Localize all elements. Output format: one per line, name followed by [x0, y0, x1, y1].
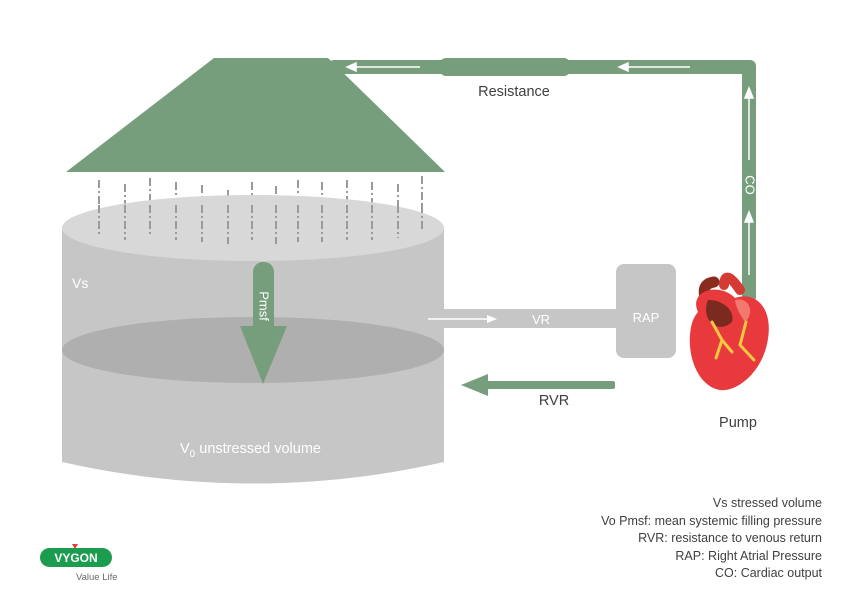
vr-label: VR — [532, 312, 550, 327]
rvr-label: RVR — [539, 393, 569, 409]
co-pipe — [742, 62, 756, 302]
co-label: CO — [743, 175, 758, 195]
vygon-logo-tagline: Value Life — [76, 572, 118, 583]
rvr-arrow — [461, 374, 615, 396]
pmsf-arrow: Pmsf — [240, 262, 287, 384]
legend-item-vs: Vs stressed volume — [712, 496, 822, 510]
flow-arrow-head-1 — [345, 61, 357, 73]
v0-label: V0 unstressed volume — [180, 441, 321, 460]
vygon-logo-badge — [40, 548, 112, 567]
heart-icon — [689, 272, 769, 391]
vr-pipe: VR — [428, 309, 622, 328]
vs-label: Vs — [72, 275, 88, 291]
roof-trapezoid — [66, 58, 445, 172]
flow-arrow-head-2 — [617, 61, 629, 73]
flow-arrow-head-3 — [743, 85, 755, 99]
pump-label: Pump — [719, 415, 757, 431]
pmsf-label: Pmsf — [257, 291, 272, 321]
legend-item-rvr: RVR: resistance to venous return — [638, 531, 822, 546]
legend-item-pmsf: Vo Pmsf: mean systemic filling pressure — [601, 513, 822, 528]
vygon-logo-mark — [72, 544, 78, 549]
rap-box — [616, 264, 676, 358]
flow-arrow-head-4 — [743, 209, 755, 223]
rap-label: RAP — [633, 310, 660, 325]
vygon-logo: VYGON Value Life — [40, 544, 118, 583]
legend-item-rap: RAP: Right Atrial Pressure — [675, 548, 822, 563]
legend-item-co: CO: Cardiac output — [715, 566, 822, 581]
circuit-pipe: CO — [328, 58, 758, 302]
resistance-segment — [440, 58, 570, 76]
legend: Vs stressed volume Vo Pmsf: mean systemi… — [482, 495, 822, 583]
rain-lines-front — [98, 205, 423, 244]
vygon-logo-brand: VYGON — [54, 551, 97, 565]
resistance-label: Resistance — [478, 84, 550, 100]
